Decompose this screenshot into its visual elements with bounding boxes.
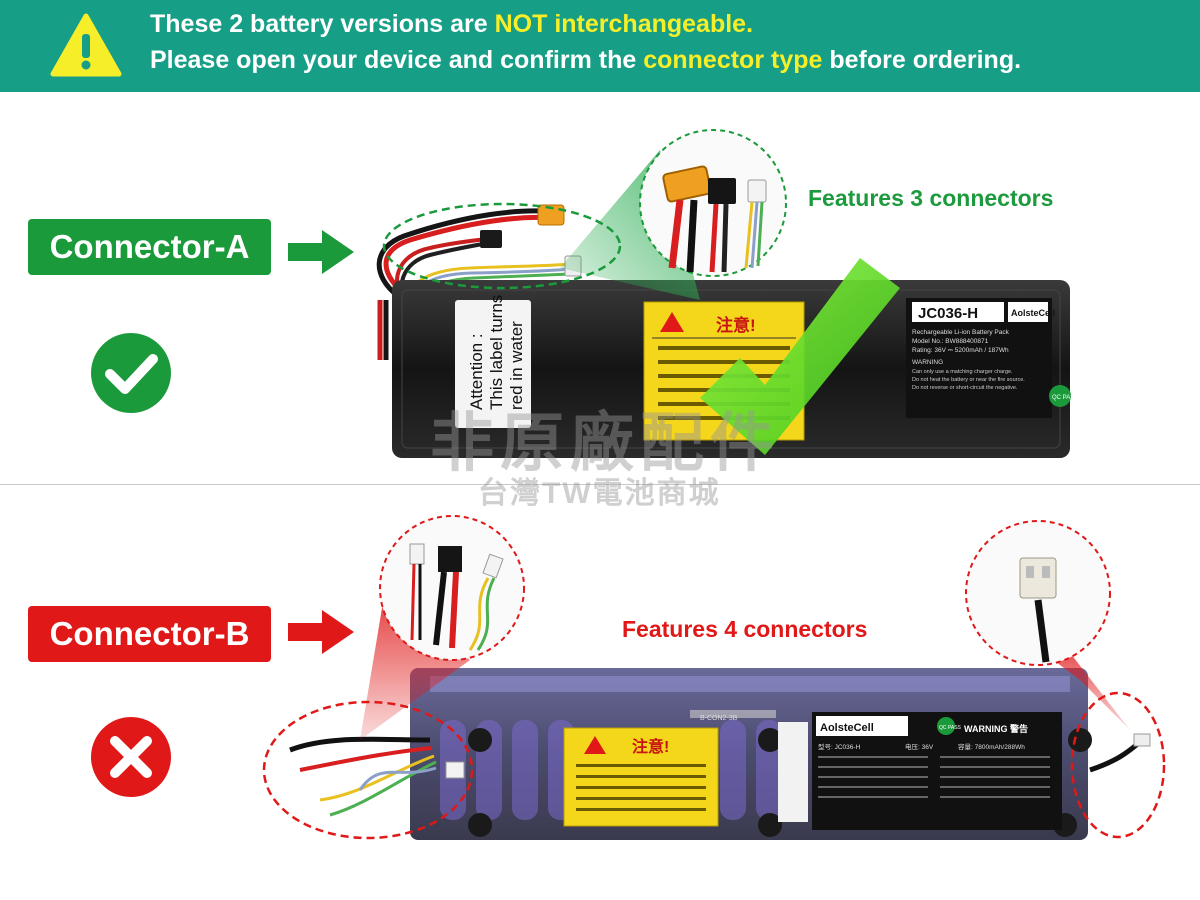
model-label: JC036-H bbox=[918, 305, 978, 322]
notice-banner: These 2 battery versions are NOT interch… bbox=[0, 0, 1200, 92]
connector-b-feature-text: Features 4 connectors bbox=[622, 616, 868, 642]
warning-line: Do not reverse or short-circuit the nega… bbox=[912, 385, 1018, 391]
warning-title: WARNING bbox=[912, 359, 943, 366]
connector-b-label: Connector-B bbox=[28, 606, 271, 662]
banner-text: Please open your device and confirm the bbox=[150, 46, 644, 74]
connector-highlight-a bbox=[382, 202, 622, 290]
connector-a-label: Connector-A bbox=[28, 219, 271, 275]
warning-line: Can only use a matching charger charge. bbox=[912, 369, 1013, 375]
side-label-line: red in water bbox=[507, 321, 526, 410]
rating: Rating: 36V ⎓ 5200mAh / 187Wh bbox=[912, 347, 1009, 354]
battery-pack-b: B-CON2-3B 注意! AolsteCell QC PASS WARNING… bbox=[289, 668, 1151, 840]
banner-text: These 2 battery versions are bbox=[150, 10, 495, 38]
pack-title: Rechargeable Li-ion Battery Pack bbox=[912, 329, 1010, 336]
arrow-right-red-icon bbox=[288, 610, 354, 654]
connector-a-feature-text: Features 3 connectors bbox=[808, 185, 1054, 211]
check-circle-icon bbox=[91, 333, 171, 413]
warning-title: WARNING 警告 bbox=[964, 723, 1028, 734]
caution-title: 注意! bbox=[716, 315, 756, 335]
side-label-line: This label turns bbox=[487, 295, 506, 410]
caution-title: 注意! bbox=[632, 737, 669, 756]
banner-line-1: These 2 battery versions are NOT interch… bbox=[150, 10, 753, 39]
model-label: 型号: JC036-H bbox=[818, 742, 861, 751]
watermark-line-2: 台灣TW電池商城 bbox=[478, 477, 721, 510]
side-label-line: Attention : bbox=[467, 333, 486, 410]
arrow-right-green-icon bbox=[288, 230, 354, 274]
qc-badge: QC PASS bbox=[1052, 395, 1078, 401]
zoom-beam-b-left bbox=[360, 590, 470, 740]
section-divider bbox=[0, 484, 1200, 485]
zoom-beam-b-right bbox=[1040, 640, 1130, 730]
qc-badge: QC PASS bbox=[939, 725, 962, 731]
warning-triangle-icon bbox=[50, 13, 122, 77]
connector-highlight-b-right bbox=[1070, 691, 1166, 839]
watermark-line-1: 非原廠配件 bbox=[430, 407, 780, 479]
banner-text: before ordering. bbox=[822, 46, 1022, 74]
connector-zoom-b-left bbox=[379, 515, 525, 661]
connector-zoom-a bbox=[639, 129, 787, 277]
banner-highlight: connector type bbox=[643, 46, 823, 74]
brand-label: AolsteCell bbox=[820, 722, 874, 734]
model-number: Model No.: BW888400871 bbox=[912, 338, 989, 345]
brand-label: AolsteCell bbox=[1011, 308, 1055, 318]
capacity-label: 容量: 7800mAh/288Wh bbox=[958, 742, 1025, 751]
board-label: B-CON2-3B bbox=[700, 715, 738, 722]
warning-line: Do not heat the battery or near the fire… bbox=[912, 377, 1025, 383]
big-check-mark-icon bbox=[700, 258, 900, 455]
banner-highlight: NOT interchangeable. bbox=[494, 10, 754, 38]
connector-zoom-b-right bbox=[965, 520, 1111, 666]
connector-highlight-b-left bbox=[262, 700, 474, 840]
banner-line-2: Please open your device and confirm the … bbox=[150, 46, 1021, 75]
voltage-label: 电压: 36V bbox=[905, 742, 934, 751]
cross-circle-icon bbox=[91, 717, 171, 797]
